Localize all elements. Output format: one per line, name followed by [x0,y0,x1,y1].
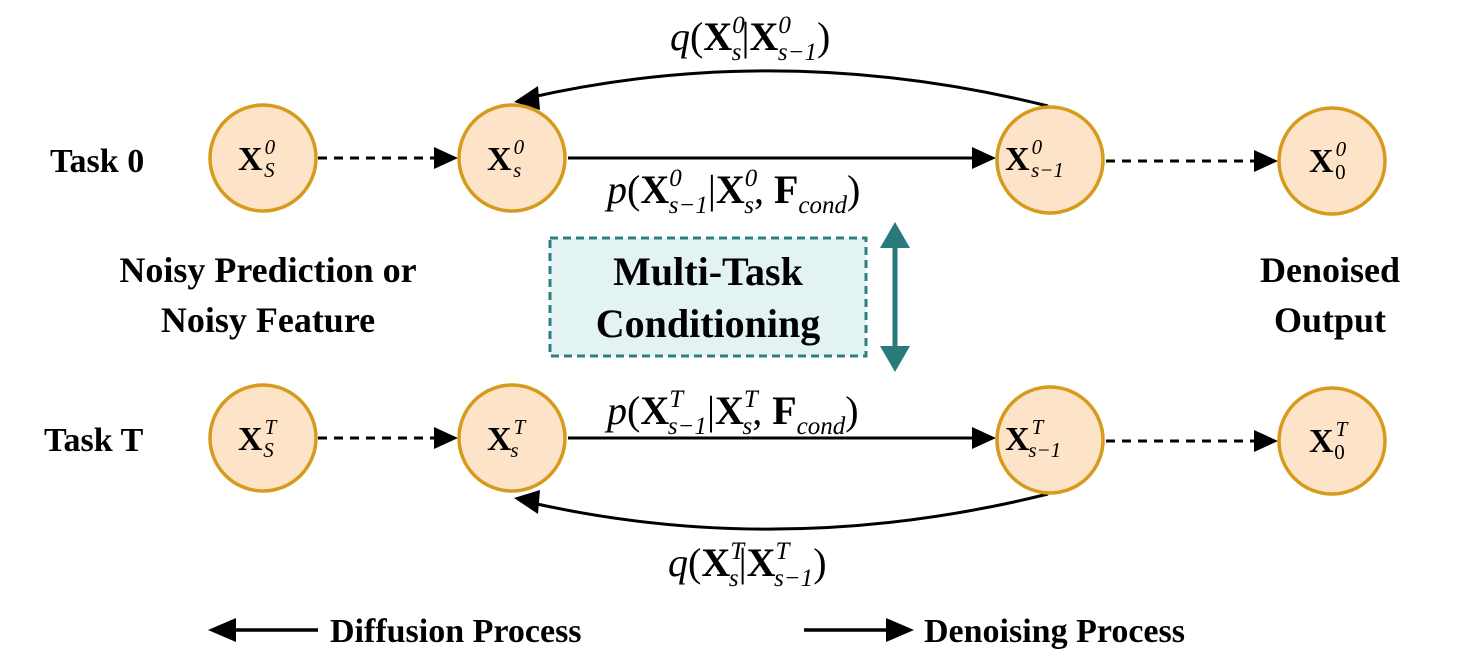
t0-denoise-arrowhead [972,147,996,169]
conditioning-arrow-head-up [880,222,910,248]
denoising-legend-label: Denoising Process [924,613,1185,650]
task-0-label: Task 0 [50,143,144,180]
legend-diffusion: Diffusion Process [208,613,582,650]
legend-denoising: Denoising Process [804,613,1185,650]
task-t-label: Task T [44,422,144,459]
svg-text:X0S: X0S [238,135,276,182]
tt-diffusion-arrowhead [514,490,540,514]
conditioning-label-line1: Multi-Task [613,249,803,294]
svg-text:X0s−1: X0s−1 [1005,135,1064,182]
svg-text:X00: X00 [1309,137,1347,184]
t0-diffusion-curve [527,69,1049,108]
svg-text:X0s: X0s [487,135,525,182]
conditioning-label-line2: Conditioning [596,301,821,346]
diffusion-legend-label: Diffusion Process [330,613,582,650]
tt-diffusion-curve [527,492,1049,531]
svg-text:XT0: XT0 [1309,417,1349,464]
svg-text:XTs: XTs [487,415,527,462]
multi-task-conditioning-box [548,236,868,358]
t0-dashed-arrowhead-1 [434,147,458,169]
denoising-legend-arrowhead [886,618,914,642]
noisy-caption-line2: Noisy Feature [161,300,375,340]
denoised-caption-line1: Denoised [1260,250,1400,290]
svg-text:XTs−1: XTs−1 [1005,415,1061,462]
svg-text:XTS: XTS [238,415,278,462]
diffusion-legend-arrowhead [208,618,236,642]
denoised-caption-line2: Output [1274,300,1386,340]
tt-denoise-arrowhead [972,427,996,449]
noisy-caption-line1: Noisy Prediction or [119,250,416,290]
conditioning-arrow-head-down [880,346,910,372]
tt-dashed-arrowhead-1 [434,427,458,449]
t0-dashed-arrowhead-2 [1254,150,1278,172]
tt-dashed-arrowhead-2 [1254,430,1278,452]
